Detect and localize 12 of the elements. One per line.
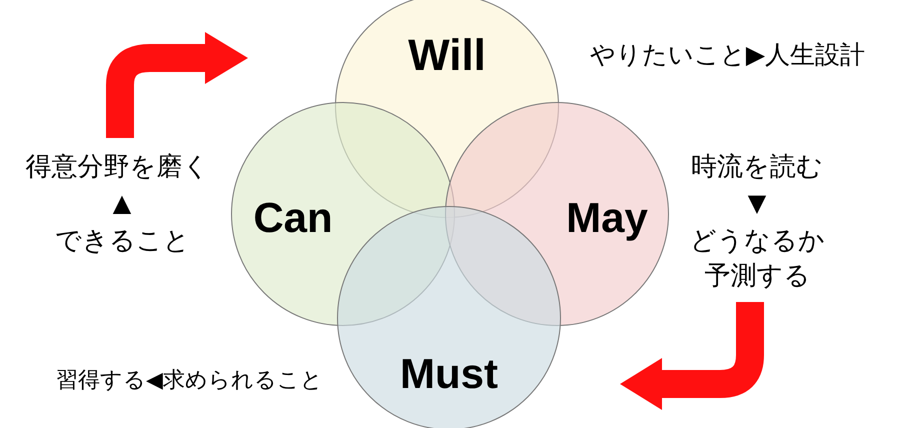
annotation-text: できること	[54, 225, 191, 258]
annotation-text: どうなるか予測する	[689, 225, 826, 294]
annotation-text: 得意分野を磨く	[24, 151, 210, 184]
annotation-text: やりたいこと▶人生設計	[588, 39, 866, 71]
circle-label: Will	[408, 31, 486, 81]
annotation-text: ▼	[746, 188, 768, 219]
circle-label: May	[566, 194, 648, 242]
annotation-text: 時流を読む	[690, 151, 824, 184]
circle-label: Can	[253, 194, 333, 242]
annotation-text: 習得する◀求められること	[55, 367, 324, 395]
circle-label: Must	[400, 350, 498, 398]
annotation-text: ▲	[112, 188, 132, 219]
